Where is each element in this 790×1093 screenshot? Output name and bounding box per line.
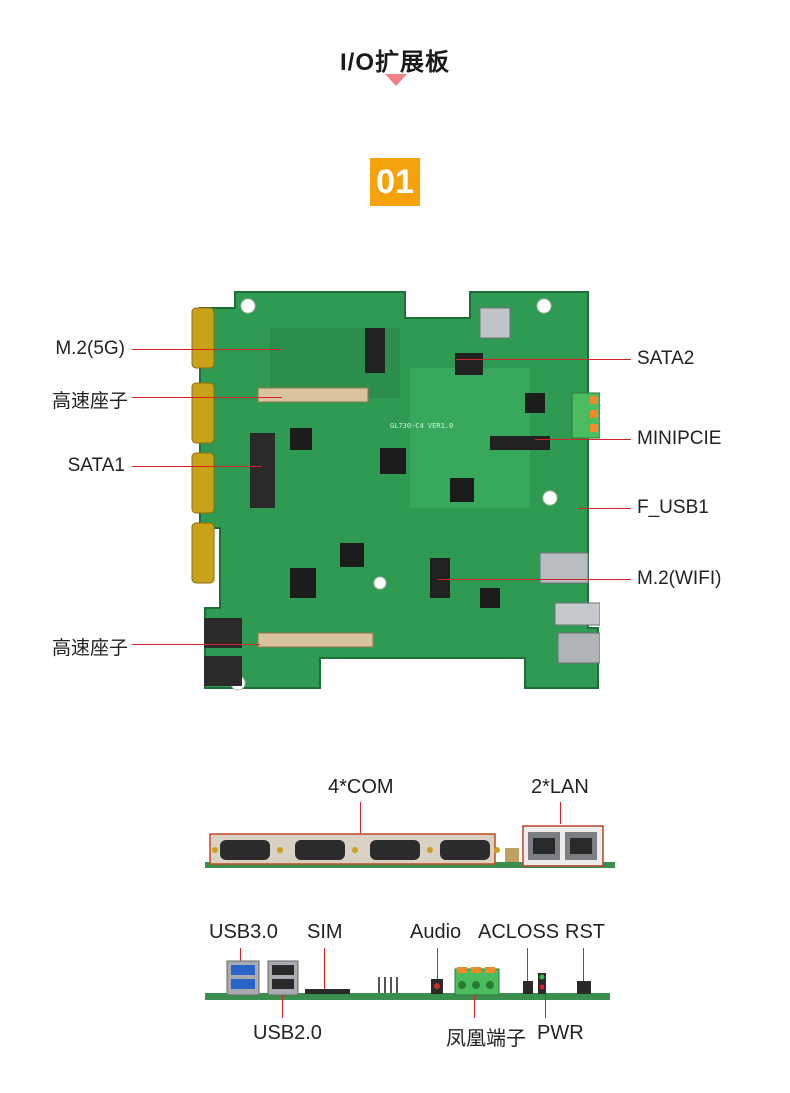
label-4com: 4*COM	[328, 776, 394, 798]
label-phoenix-terminal: 凤凰端子	[446, 1028, 526, 1050]
pointer-line-pwr	[545, 995, 546, 1018]
pointer-line-high-speed-1	[132, 397, 282, 398]
pointer-line-minipcie	[535, 439, 631, 440]
com-connectors	[191, 307, 215, 584]
pointer-line-usb20	[282, 995, 283, 1018]
pointer-line-2lan	[560, 802, 561, 824]
label-pwr: PWR	[537, 1022, 584, 1044]
pointer-line-sim	[324, 948, 325, 990]
label-m2-5g: M.2(5G)	[55, 338, 125, 359]
label-minipcie: MINIPCIE	[637, 428, 722, 449]
label-rst: RST	[565, 921, 605, 943]
label-acloss: ACLOSS	[478, 921, 560, 943]
front-panel-illustration	[205, 825, 615, 868]
label-audio: Audio	[410, 921, 462, 943]
page-title: I/O扩展板	[339, 49, 450, 76]
label-sata2: SATA2	[637, 348, 695, 369]
pointer-line-m2-5g	[132, 349, 282, 350]
label-usb20: USB2.0	[253, 1022, 322, 1044]
pointer-line-audio	[437, 948, 438, 984]
label-high-speed-2: 高速座子	[51, 638, 128, 659]
io-board-illustration: GL730-C4 VER1.0	[191, 291, 600, 691]
label-f-usb1: F_USB1	[637, 497, 709, 518]
pointer-line-sata1	[132, 466, 262, 467]
label-sim: SIM	[307, 921, 343, 943]
pointer-line-4com	[360, 802, 361, 840]
pointer-line-usb30	[240, 948, 241, 968]
label-2lan: 2*LAN	[531, 776, 589, 798]
label-high-speed-1: 高速座子	[51, 391, 128, 412]
section-number-badge: 01	[370, 158, 420, 206]
pointer-line-f-usb1	[578, 508, 631, 509]
label-usb30: USB3.0	[209, 921, 278, 943]
pointer-line-m2-wifi	[438, 579, 631, 580]
pointer-line-sata2	[456, 359, 631, 360]
title-marker-triangle	[385, 74, 407, 86]
pointer-line-acloss	[527, 948, 528, 986]
pointer-line-rst	[583, 948, 584, 983]
label-m2-wifi: M.2(WIFI)	[637, 568, 722, 589]
rear-panel-illustration	[205, 960, 610, 1000]
board-version-text: GL730-C4 VER1.0	[390, 422, 453, 430]
label-sata1: SATA1	[67, 455, 125, 476]
pointer-line-phoenix	[474, 995, 475, 1018]
pointer-line-high-speed-2	[132, 644, 260, 645]
